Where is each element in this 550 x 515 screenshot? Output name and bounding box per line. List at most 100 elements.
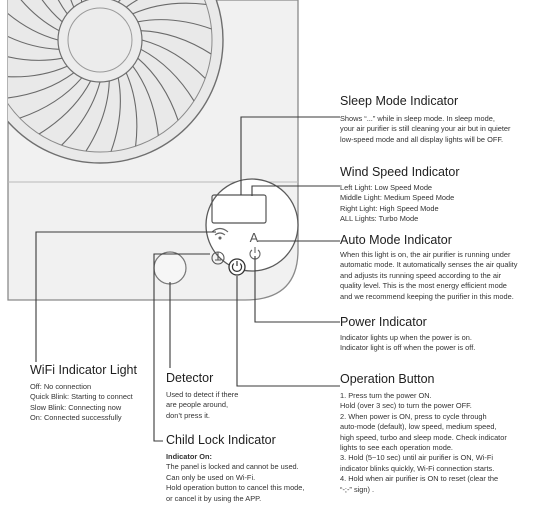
power-indicator-text: Indicator lights up when the power is on…: [340, 333, 475, 354]
sleep-leader: [240, 116, 340, 195]
auto-line: quality level. This is the most energy e…: [340, 281, 507, 291]
detector-sensor: [153, 251, 187, 285]
wind-speed-block: Wind Speed Indicator Left Light: Low Spe…: [340, 165, 460, 225]
operation-line: 4. Hold when air purifier is ON to reset…: [340, 474, 499, 484]
grille-spoke: [125, 72, 138, 147]
operation-line: high speed, turbo and sleep mode. Check …: [340, 432, 507, 442]
grille-spoke: [8, 65, 68, 78]
auto-mode-title: Auto Mode Indicator: [340, 233, 452, 247]
grille-spoke: [125, 0, 139, 8]
wind-line: ALL Lights: Turbo Mode: [340, 214, 419, 224]
child-lock-subtitle: Indicator On:: [166, 452, 212, 461]
operation-line: auto-mode (default), low speed, medium s…: [340, 422, 497, 432]
sleep-mode-text: Shows “...” while in sleep mode. In slee…: [340, 114, 510, 145]
wifi-line: Off: No connection: [30, 382, 92, 391]
auto-mode-icon: A: [250, 230, 259, 245]
grille-spoke: [132, 65, 159, 136]
child-lock-text: Indicator On: The panel is locked and ca…: [166, 452, 304, 504]
grille-spoke: [38, 80, 92, 135]
power-button[interactable]: [228, 258, 246, 276]
control-panel: A: [205, 178, 299, 276]
grille-spoke: [110, 77, 121, 152]
grille-spoke: [8, 35, 60, 50]
wind-line: Right Light: High Speed Mode: [340, 203, 439, 213]
wind-speed-text: Left Light: Low Speed Mode Middle Light:…: [340, 183, 460, 225]
operation-button-text: 1. Press turn the power ON. Hold (over 3…: [340, 391, 507, 495]
auto-mode-block: Auto Mode Indicator When this light is o…: [340, 233, 517, 302]
sleep-line: Shows “...” while in sleep mode. In slee…: [340, 114, 495, 123]
grille-spoke: [8, 72, 75, 99]
sleep-mode-block: Sleep Mode Indicator Shows “...” while i…: [340, 94, 510, 145]
fan-grille: [8, 0, 224, 164]
power-leader: [254, 256, 340, 323]
grille-spoke: [61, 81, 101, 146]
grille-spoke: [137, 57, 179, 121]
sleep-mode-title: Sleep Mode Indicator: [340, 94, 459, 108]
operation-line: lights to see each operation mode.: [340, 443, 453, 453]
auto-line: automatic mode. It automatically senses …: [340, 260, 518, 270]
auto-line: When this light is on, the air purifier …: [340, 250, 511, 259]
detector-text: Used to detect if there are people aroun…: [166, 390, 238, 421]
power-indicator-title: Power Indicator: [340, 315, 427, 329]
detector-title: Detector: [166, 371, 214, 385]
operation-leader: [236, 276, 340, 387]
grille-spoke: [137, 19, 212, 30]
detector-block: Detector Used to detect if there are peo…: [166, 371, 238, 421]
childlock-leader: [153, 253, 210, 442]
wifi-indicator-block: WiFi Indicator Light Off: No connection …: [30, 363, 137, 424]
detector-line: are people around,: [166, 400, 229, 410]
power-line: Indicator lights up when the power is on…: [340, 333, 472, 342]
leader-lines: [35, 116, 340, 442]
sleep-line: low-speed mode and all display lights wi…: [340, 134, 504, 144]
child-lock-icon: [211, 251, 225, 265]
grille-spoke: [8, 12, 59, 41]
grille-spoke: [140, 30, 212, 55]
power-indicator-block: Power Indicator Indicator lights up when…: [340, 315, 475, 354]
operation-line: “-;-” sign) .: [340, 484, 375, 494]
child-lock-line: Can only be used on Wi-Fi.: [166, 472, 256, 482]
wind-leader: [251, 185, 340, 196]
operation-line: 2. When power is ON, press to cycle thro…: [340, 411, 487, 421]
wifi-line: Quick Blink: Starting to connect: [30, 392, 133, 402]
child-lock-block: Child Lock Indicator Indicator On: The p…: [166, 433, 304, 504]
grille-spoke: [140, 48, 195, 102]
wind-line: Left Light: Low Speed Mode: [340, 183, 433, 192]
grille-spoke: [57, 0, 68, 15]
wifi-leader: [35, 231, 216, 362]
grille-spoke: [8, 56, 63, 61]
wifi-line: On: Connected successfully: [30, 413, 122, 423]
grille-spoke: [141, 39, 206, 79]
operation-line: 3. Hold (5~10 sec) until air purifier is…: [340, 453, 493, 463]
child-lock-line: Hold operation button to cancel this mod…: [166, 483, 305, 493]
wind-speed-title: Wind Speed Indicator: [340, 165, 460, 179]
grille-spoke: [20, 0, 60, 32]
detector-line: Used to detect if there: [166, 390, 239, 399]
auto-line: and we recommend keeping the purifier in…: [340, 291, 514, 301]
display-window: [211, 194, 267, 224]
operation-button-title: Operation Button: [340, 372, 435, 386]
child-lock-line: or cancel it by using the APP.: [166, 493, 262, 503]
operation-line: 1. Press turn the power ON.: [340, 391, 432, 400]
operation-line: indicator blinks quickly, Wi-Fi connecti…: [340, 463, 495, 473]
detector-line: don’t press it.: [166, 410, 210, 420]
auto-mode-text: When this light is on, the air purifier …: [340, 250, 517, 302]
wind-line: Middle Light: Medium Speed Mode: [340, 193, 455, 203]
wifi-indicator-title: WiFi Indicator Light: [30, 363, 137, 377]
grille-spoke: [70, 0, 75, 8]
wifi-indicator-text: Off: No connection Quick Blink: Starting…: [30, 382, 137, 424]
control-panel-dial: [205, 178, 299, 272]
operation-line: Hold (over 3 sec) to turn the power OFF.: [340, 401, 472, 411]
wifi-line: Slow Blink: Connecting now: [30, 402, 122, 412]
operation-button-block: Operation Button 1. Press turn the power…: [340, 372, 507, 495]
child-lock-line: The panel is locked and cannot be used.: [166, 462, 299, 472]
grille-spoke: [41, 0, 63, 23]
power-line: Indicator light is off when the power is…: [340, 343, 476, 353]
auto-line: and adjusts its running speed according …: [340, 270, 502, 280]
grille-spoke: [19, 77, 83, 119]
grille-spoke: [132, 2, 207, 15]
wifi-icon: [211, 227, 229, 240]
child-lock-title: Child Lock Indicator: [166, 433, 276, 447]
grille-spoke: [85, 80, 110, 152]
sleep-line: your air purifier is still cleaning your…: [340, 124, 511, 134]
